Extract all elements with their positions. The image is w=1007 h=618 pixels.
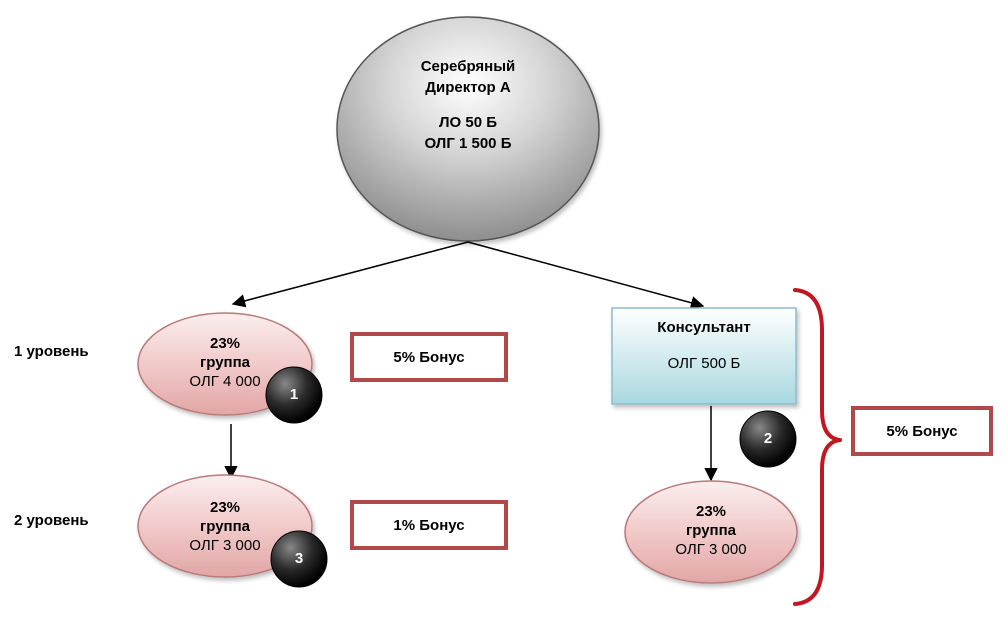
left-level2-node-text: 23% группа ОЛГ 3 000 <box>160 498 290 555</box>
top-node-lo: ЛО 50 Б <box>439 114 497 131</box>
badge-3-label: 3 <box>294 550 304 567</box>
consultant-olg: ОЛГ 500 Б <box>667 355 741 372</box>
badge-2-circle <box>739 410 797 468</box>
left-level1-olg: ОЛГ 4 000 <box>189 373 261 390</box>
right-level2-olg: ОЛГ 3 000 <box>675 541 747 558</box>
right-level2-label: группа <box>685 522 737 539</box>
left-level1-label: группа <box>199 354 251 371</box>
badge-1-circle <box>265 366 323 424</box>
right-brace <box>793 288 842 606</box>
top-node-text: Серебряный Директор А ЛО 50 Б ОЛГ 1 500 … <box>368 56 568 154</box>
top-node-title-line2: Директор А <box>425 79 511 96</box>
level-1-label: 1 уровень <box>14 343 89 360</box>
bonus-box-right: 5% Бонус <box>851 406 993 456</box>
left-level2-ellipse <box>137 474 313 578</box>
bonus-box-level2: 1% Бонус <box>350 500 508 550</box>
badge-3-circle <box>270 530 328 588</box>
top-node-ellipse <box>336 16 600 242</box>
consultant-text: Консультант ОЛГ 500 Б <box>612 308 796 372</box>
connector-top-to-left <box>231 241 469 308</box>
left-level2-percent: 23% <box>209 499 241 516</box>
right-level2-ellipse <box>624 480 798 584</box>
consultant-box <box>611 307 797 405</box>
level-2-label: 2 уровень <box>14 512 89 529</box>
right-level2-node-text: 23% группа ОЛГ 3 000 <box>646 502 776 559</box>
left-level2-label: группа <box>199 518 251 535</box>
top-node-title-line1: Серебряный <box>420 58 516 75</box>
bonus-box-level1: 5% Бонус <box>350 332 508 382</box>
right-level2-percent: 23% <box>695 503 727 520</box>
left-level1-percent: 23% <box>209 335 241 352</box>
consultant-title: Консультант <box>657 319 751 336</box>
connector-top-to-consultant <box>467 241 705 310</box>
top-node-olg: ОЛГ 1 500 Б <box>424 135 512 152</box>
badge-1-label: 1 <box>289 386 299 403</box>
left-level2-olg: ОЛГ 3 000 <box>189 537 261 554</box>
badge-2-label: 2 <box>763 430 773 447</box>
left-level1-node-text: 23% группа ОЛГ 4 000 <box>160 334 290 391</box>
